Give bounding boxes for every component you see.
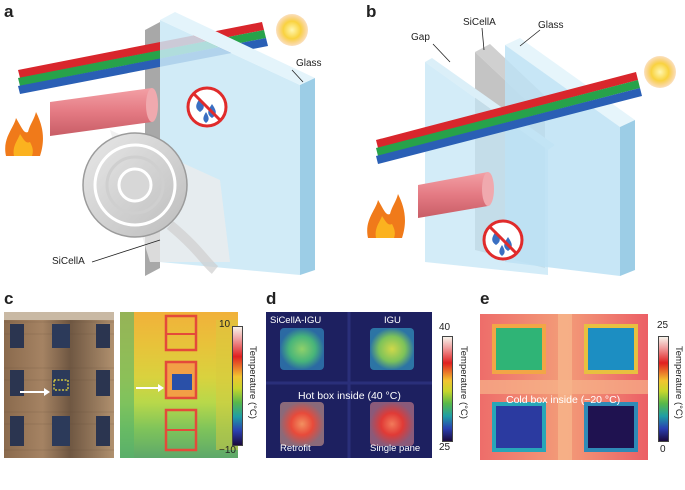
panel-b-gap-label: Gap: [411, 32, 430, 43]
panel-d-colorbar-title: Temperature (°C): [458, 346, 469, 419]
panel-d-colorbar-min: 25: [439, 442, 451, 453]
panel-b-outer-glass: [505, 38, 635, 276]
panel-e-colorbar-max: 25: [657, 320, 669, 331]
panel-e-center-text: Cold box inside (−20 °C): [506, 394, 621, 406]
panel-d-window-label-4: Single pane: [370, 443, 421, 454]
panel-d-colorbar-max: 40: [439, 322, 451, 333]
panel-a-no-water-icon: [186, 86, 228, 128]
panel-c-colorbar-title: Temperature (°C): [247, 346, 258, 419]
panel-d-window-label-2: IGU: [384, 315, 401, 326]
panel-d-colorbar: [442, 336, 453, 442]
panel-d-window-label-3: Retrofit: [280, 443, 311, 454]
panel-b-heat-beam: [418, 172, 494, 218]
panel-e-colorbar-min: 0: [660, 444, 666, 455]
panel-a-heat-beam: [50, 88, 158, 136]
panel-d-thermal-image: SiCellA-IGU IGU Hot box inside (40 °C) R…: [266, 312, 432, 458]
panel-e-colorbar-title: Temperature (°C): [673, 346, 684, 419]
panel-b-glass-label: Glass: [538, 20, 564, 31]
panel-a-film-leader: [91, 239, 161, 263]
panel-b-sun-icon: [644, 56, 676, 88]
panel-c-colorbar-max: 10: [219, 319, 231, 330]
panel-c-building-photo: [4, 312, 114, 458]
panel-b-fire-icon: [367, 194, 405, 238]
panel-d-center-text: Hot box inside (40 °C): [298, 390, 401, 402]
panel-b-gap-leader: [432, 43, 451, 63]
panel-b-label: b: [366, 2, 377, 21]
panel-d-label: d: [266, 289, 277, 308]
panel-a-sun-icon: [276, 14, 308, 46]
panel-e-thermal-image: Cold box inside (−20 °C): [480, 314, 648, 460]
panel-e-colorbar: [658, 336, 669, 442]
panel-a-glass-label: Glass: [296, 58, 322, 69]
panel-c-thermal-image: [120, 312, 238, 458]
panel-c-colorbar-min: −10: [219, 445, 236, 456]
panel-a-fire-icon: [5, 112, 43, 156]
panel-c-label: c: [4, 289, 14, 308]
panel-b-film-label: SiCellA: [463, 17, 496, 28]
panel-d-window-label-1: SiCellA-IGU: [270, 315, 322, 326]
panel-a-film-label: SiCellA: [52, 256, 85, 267]
panel-b-no-water-icon: [482, 219, 524, 261]
panel-b-film-leader: [481, 27, 485, 51]
panel-c-colorbar: [232, 326, 243, 446]
panel-e-label: e: [480, 289, 490, 308]
panel-a-glass-leader: [291, 69, 304, 83]
panel-b-sunlight-beam: [376, 72, 642, 164]
panel-a-label: a: [4, 2, 14, 21]
panel-a-film-roll: [82, 130, 230, 274]
panel-b-glass-leader: [519, 29, 541, 47]
